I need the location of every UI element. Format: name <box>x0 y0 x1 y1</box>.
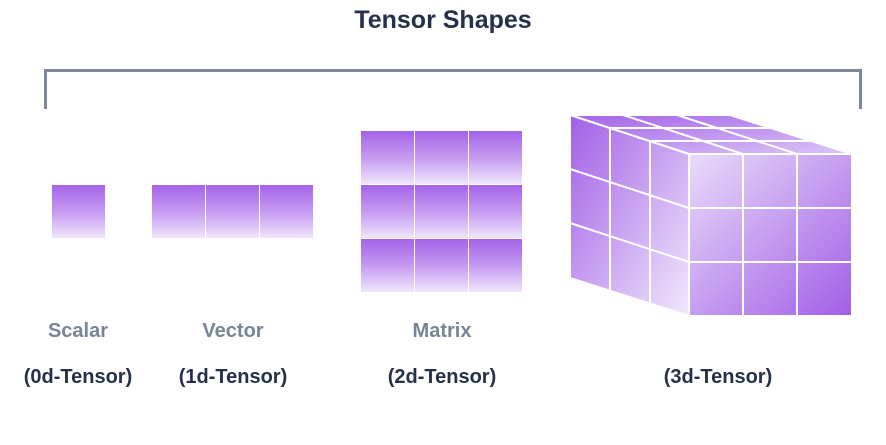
vector-dimension-label: (1d-Tensor) <box>178 366 288 388</box>
matrix-cell <box>469 131 522 184</box>
matrix-dimension-label: (2d-Tensor) <box>387 366 497 388</box>
vector-cell <box>206 185 259 238</box>
scalar-dimension-label: (0d-Tensor) <box>23 366 133 388</box>
matrix-cell <box>469 185 522 238</box>
matrix-cell <box>361 131 414 184</box>
matrix-cell <box>415 185 468 238</box>
grouping-bracket <box>44 69 862 109</box>
scalar-cell <box>52 185 105 238</box>
matrix-cell <box>361 185 414 238</box>
vector-label: Vector <box>202 320 264 342</box>
cube-front-face <box>688 153 853 317</box>
vector-cell <box>260 185 313 238</box>
tensor-dimension-label: (3d-Tensor) <box>663 366 773 388</box>
matrix-cell <box>415 131 468 184</box>
diagram-title: Tensor Shapes <box>354 6 532 34</box>
vector-cell <box>152 185 205 238</box>
scalar-label: Scalar <box>47 320 109 342</box>
matrix-cell <box>469 239 522 292</box>
matrix-cell <box>361 239 414 292</box>
tensor-cube <box>569 113 853 318</box>
matrix-cell <box>415 239 468 292</box>
matrix-label: Matrix <box>412 320 472 342</box>
